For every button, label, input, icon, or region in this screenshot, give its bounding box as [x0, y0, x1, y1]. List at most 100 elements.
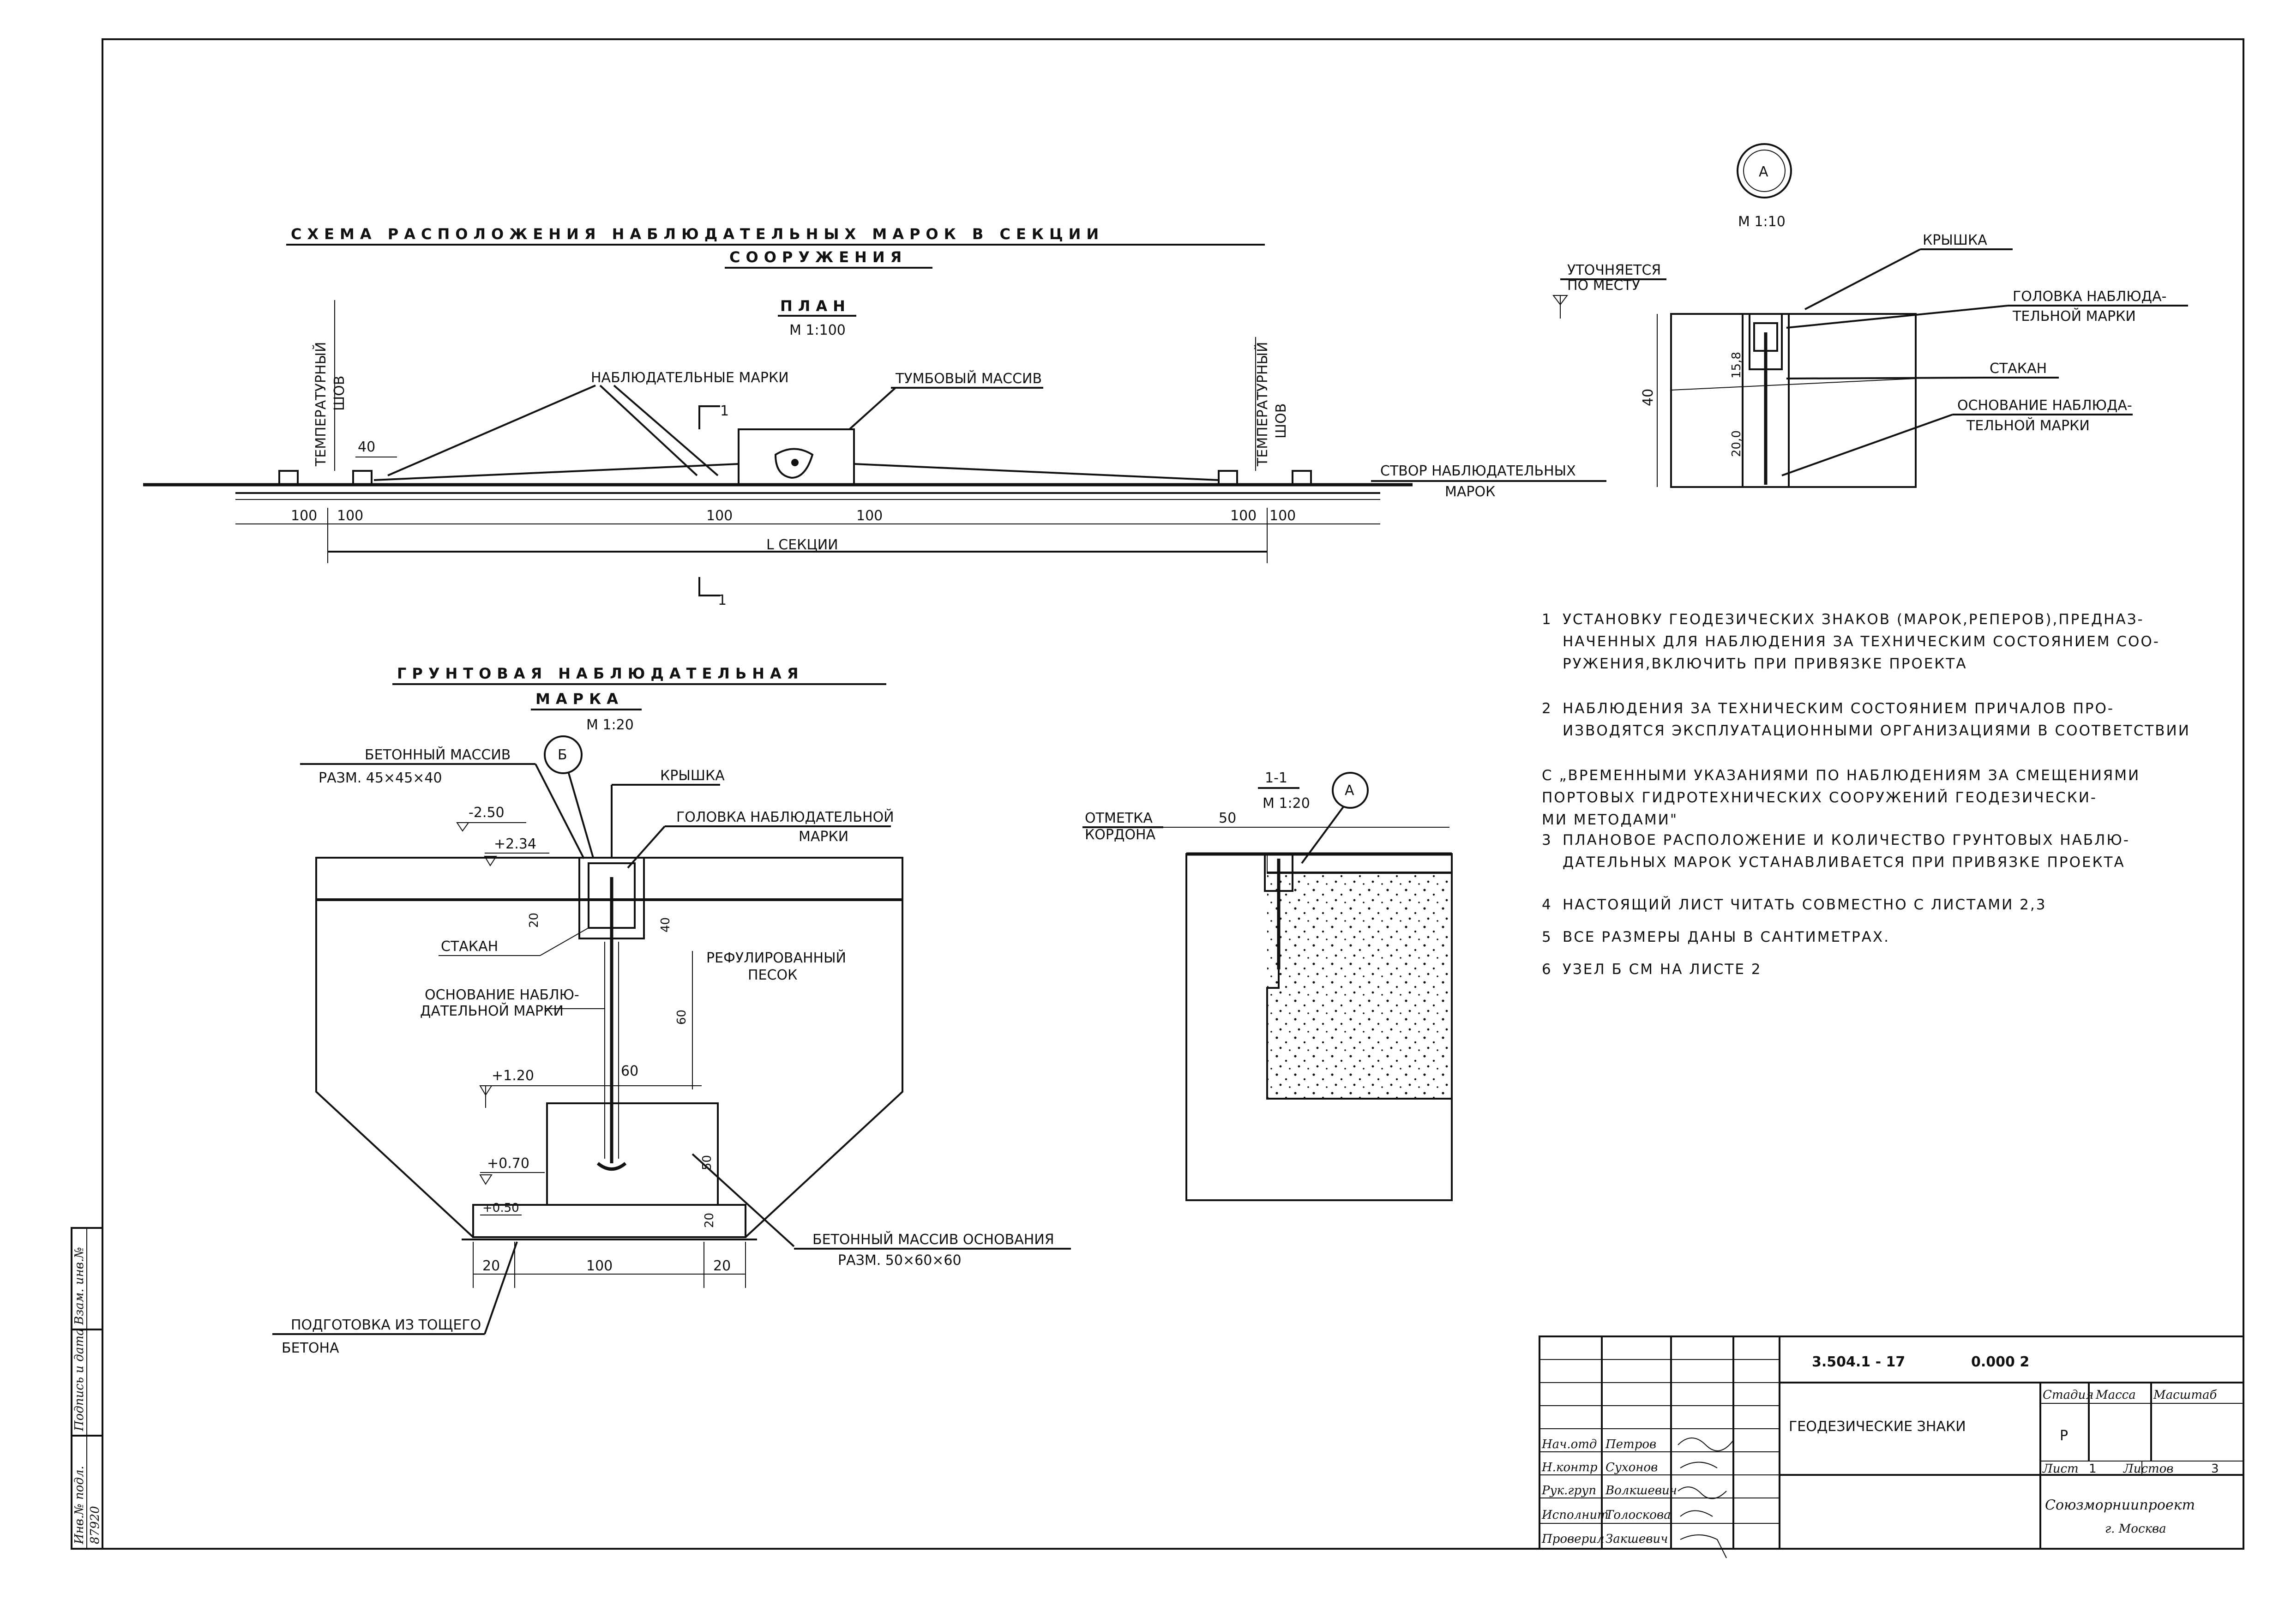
- marks-label: НАБЛЮДАТЕЛЬНЫЕ МАРКИ: [591, 370, 789, 386]
- ground-conc2: РАЗМ. 45×45×40: [319, 770, 442, 786]
- tb-name: ГЕОДЕЗИЧЕСКИЕ ЗНАКИ: [1789, 1419, 1966, 1435]
- detail-a-callout: А: [1759, 164, 1768, 180]
- plan-dim-40: 40: [358, 439, 375, 455]
- ground-head2: МАРКИ: [799, 829, 848, 845]
- tb-sheetcode: 0.000 2: [1971, 1354, 2029, 1370]
- sidebar-vzam: Взам. инв.№: [72, 1247, 86, 1325]
- tb-name-4: Закшевич: [1606, 1532, 1668, 1546]
- section-scale: М 1:20: [1263, 795, 1310, 812]
- tb-list-v: 1: [2089, 1462, 2097, 1476]
- ground-sand2: ПЕСОК: [748, 967, 797, 983]
- tb-listov-h: Листов: [2123, 1462, 2173, 1476]
- detail-a-head2: ТЕЛЬНОЙ МАРКИ: [2012, 308, 2136, 325]
- detail-a-dim15: 15,8: [1730, 352, 1744, 379]
- section-callout: А: [1345, 782, 1354, 799]
- ground-massiv1: БЕТОННЫЙ МАССИВ ОСНОВАНИЯ: [812, 1231, 1054, 1248]
- plan-view: СХЕМА РАСПОЛОЖЕНИЯ НАБЛЮДАТЕЛЬНЫХ МАРОК …: [143, 225, 1606, 608]
- ground-conc1: БЕТОННЫЙ МАССИВ: [365, 746, 511, 763]
- note-4-num: 4: [1542, 896, 1552, 913]
- note-2-line4: ПОРТОВЫХ ГИДРОТЕХНИЧЕСКИХ СООРУЖЕНИЙ ГЕО…: [1542, 789, 2097, 806]
- section-title: 1-1: [1265, 770, 1287, 786]
- sheet-frame: [102, 38, 2244, 1550]
- line-label1: СТВОР НАБЛЮДАТЕЛЬНЫХ: [1380, 463, 1576, 479]
- sidebar-num: 87920: [88, 1506, 102, 1544]
- ground-head1: ГОЛОВКА НАБЛЮДАТЕЛЬНОЙ: [676, 809, 894, 825]
- note-1-line1: УСТАНОВКУ ГЕОДЕЗИЧЕСКИХ ЗНАКОВ (МАРОК,РЕ…: [1563, 611, 2144, 628]
- plan-dim-100e: 100: [1230, 508, 1257, 524]
- tb-massa-h: Масса: [2095, 1388, 2136, 1402]
- detail-a-dim40: 40: [1640, 389, 1656, 406]
- ground-d20a: 20: [527, 913, 541, 928]
- note-1-num: 1: [1542, 611, 1552, 628]
- title-block: 3.504.1 - 17 0.000 2 ГЕОДЕЗИЧЕСКИЕ ЗНАКИ…: [1539, 1335, 2244, 1558]
- ground-body: [315, 857, 903, 1238]
- ground-bot100: 100: [586, 1258, 613, 1274]
- note-2-num: 2: [1542, 700, 1552, 717]
- plan-dim-100a: 100: [291, 508, 317, 524]
- note-3-line1: ПЛАНОВОЕ РАСПОЛОЖЕНИЕ И КОЛИЧЕСТВО ГРУНТ…: [1563, 832, 2130, 848]
- cut-top: 1: [720, 403, 729, 419]
- notes: 1 УСТАНОВКУ ГЕОДЕЗИЧЕСКИХ ЗНАКОВ (МАРОК,…: [1542, 611, 2190, 978]
- section-mark2: КОРДОНА: [1085, 827, 1156, 843]
- tb-org2: г. Москва: [2105, 1522, 2166, 1536]
- tb-masshtab-h: Масштаб: [2153, 1388, 2217, 1402]
- sidebar-sign: Подпись и дата: [72, 1329, 86, 1432]
- tb-name-0: Петров: [1605, 1438, 1656, 1451]
- ground-massiv2: РАЗМ. 50×60×60: [838, 1252, 962, 1269]
- note-6-line1: УЗЕЛ Б СМ НА ЛИСТЕ 2: [1563, 961, 1762, 978]
- ground-title2: МАРКА: [535, 690, 624, 708]
- plan-dim-100c: 100: [706, 508, 733, 524]
- section-dim50: 50: [1219, 810, 1236, 826]
- ground-prep1: ПОДГОТОВКА ИЗ ТОЩЕГО: [291, 1317, 481, 1333]
- note-1-line2: НАЧЕННЫХ ДЛЯ НАБЛЮДЕНИЯ ЗА ТЕХНИЧЕСКИМ С…: [1563, 633, 2160, 650]
- plan-dim-100b: 100: [337, 508, 363, 524]
- plan-title-line1: СХЕМА РАСПОЛОЖЕНИЯ НАБЛЮДАТЕЛЬНЫХ МАРОК …: [291, 225, 1104, 243]
- joint-left-label2: ШОВ: [331, 376, 348, 411]
- joint-right-label2: ШОВ: [1273, 403, 1289, 439]
- tumb-label: ТУМБОВЫЙ МАССИВ: [895, 370, 1042, 387]
- ground-prep2: БЕТОНА: [282, 1340, 339, 1356]
- ground-kryshka: КРЫШКА: [660, 768, 725, 784]
- detail-a-stakan: СТАКАН: [1990, 361, 2047, 377]
- tb-list-h: Лист: [2042, 1462, 2079, 1476]
- ground-mark: ГРУНТОВАЯ НАБЛЮДАТЕЛЬНАЯ МАРКА М 1:20 Б …: [272, 665, 1071, 1356]
- detail-a-scale: М 1:10: [1738, 214, 1786, 230]
- ground-base2: ДАТЕЛЬНОЙ МАРКИ: [420, 1003, 564, 1019]
- detail-a-base1: ОСНОВАНИЕ НАБЛЮДА-: [1957, 397, 2132, 414]
- joint-left-label1: ТЕМПЕРАТУРНЫЙ: [313, 342, 329, 467]
- tb-stadiya-h: Стадия: [2043, 1388, 2094, 1402]
- ground-d20b: 20: [703, 1213, 716, 1228]
- note-3-num: 3: [1542, 832, 1552, 848]
- tb-org1: Союзморниипроект: [2045, 1497, 2195, 1513]
- tb-name-1: Сухонов: [1606, 1461, 1658, 1474]
- tb-role-3: Исполнит: [1541, 1508, 1609, 1522]
- note-3-line2: ДАТЕЛЬНЫХ МАРОК УСТАНАВЛИВАЕТСЯ ПРИ ПРИВ…: [1563, 854, 2125, 871]
- note-2-line2: ИЗВОДЯТСЯ ЭКСПЛУАТАЦИОННЫМИ ОРГАНИЗАЦИЯМ…: [1563, 722, 2190, 739]
- ground-lev5: +0.50: [482, 1201, 519, 1215]
- detail-a-body: [1670, 313, 1917, 488]
- section-1-1: 1-1 М 1:20 А ОТМЕТКА КОРДОНА 50: [1082, 770, 1453, 1201]
- detail-a-level1: УТОЧНЯЕТСЯ: [1567, 262, 1661, 278]
- note-2-line3: С „ВРЕМЕННЫМИ УКАЗАНИЯМИ ПО НАБЛЮДЕНИЯМ …: [1542, 767, 2140, 784]
- detail-a-kryshka: КРЫШКА: [1923, 232, 1987, 248]
- tb-role-2: Рук.груп: [1541, 1484, 1596, 1498]
- note-1-line3: РУЖЕНИЯ,ВКЛЮЧИТЬ ПРИ ПРИВЯЗКЕ ПРОЕКТА: [1563, 656, 1967, 672]
- ground-scale: М 1:20: [586, 717, 634, 733]
- ground-d60: 60: [621, 1063, 638, 1079]
- section-mark1: ОТМЕТКА: [1085, 810, 1153, 826]
- detail-a: А М 1:10 КРЫШКА УТОЧНЯЕТСЯ ПО МЕСТУ 40 2…: [1552, 143, 2188, 488]
- note-6-num: 6: [1542, 961, 1552, 978]
- note-5-num: 5: [1542, 929, 1552, 945]
- tb-listov-v: 3: [2211, 1462, 2219, 1476]
- line-label2: МАРОК: [1445, 484, 1495, 500]
- ground-bot20b: 20: [713, 1258, 731, 1274]
- ground-d60v: 60: [675, 1010, 689, 1025]
- ground-bot20a: 20: [482, 1258, 500, 1274]
- ground-callout: Б: [558, 747, 567, 763]
- ground-lev2: +2.34: [494, 836, 536, 852]
- ground-lev3: +1.20: [492, 1068, 534, 1084]
- plan-title-line2: СООРУЖЕНИЯ: [729, 248, 907, 266]
- tb-stadiya: Р: [2060, 1428, 2068, 1444]
- tb-name-3: Толоскова: [1606, 1508, 1671, 1522]
